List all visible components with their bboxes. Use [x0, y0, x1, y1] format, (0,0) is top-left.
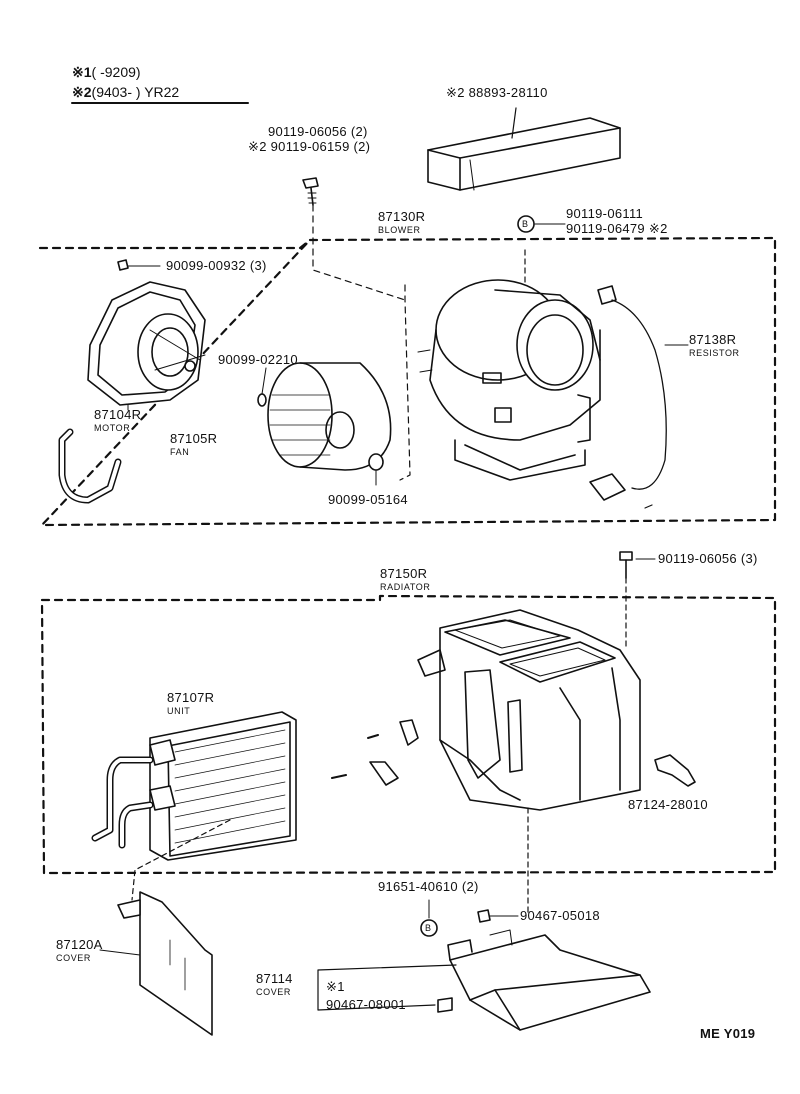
cover-87114 [447, 929, 651, 1031]
label-unit-code: 87107R [167, 690, 215, 705]
label-radiator-code: 87150R [380, 566, 428, 581]
label-screw-motor: 90099-00932 (3) [166, 258, 267, 273]
label-radiator-name: RADIATOR [380, 582, 431, 592]
filter-element [427, 107, 621, 191]
page-code: ME Y019 [700, 1026, 756, 1041]
bubble-b-bottom [420, 919, 438, 937]
heater-core [91, 711, 297, 861]
label-resistor-name: RESISTOR [689, 348, 740, 358]
radiator-frame [40, 594, 777, 875]
label-nut: 90099-05164 [328, 492, 408, 507]
blower-motor [87, 281, 206, 411]
resistor [589, 285, 689, 509]
label-fan-name: FAN [170, 447, 190, 457]
label-motor-name: MOTOR [94, 423, 131, 433]
label-washer: 90099-02210 [218, 352, 298, 367]
legend-mark-2: ※2 [72, 84, 92, 100]
blower-frame [38, 236, 777, 527]
legend-note-1: ※1( -9209) [72, 64, 141, 81]
blower-housing [417, 279, 601, 481]
bracket [654, 754, 696, 787]
label-screw-radiator: 90119-06056 (3) [658, 551, 758, 566]
bubble-b-top-letter: B [522, 219, 529, 229]
legend-range-2: (9403- ) YR22 [91, 84, 180, 100]
cover-87120a [99, 891, 213, 1036]
clip-small [399, 719, 419, 746]
blower-fan [267, 362, 392, 471]
label-grommet: 90467-05018 [520, 908, 600, 923]
legend-note-2: ※2(9403- ) YR22 [72, 84, 179, 101]
fan-nut [368, 453, 384, 486]
screw-top [302, 177, 319, 206]
washer [257, 393, 267, 407]
pipe-clamp [369, 761, 399, 786]
grommet [477, 909, 491, 923]
label-bracket: 87124-28010 [628, 797, 708, 812]
bubble-b-top [517, 215, 535, 233]
screw-radiator [619, 551, 656, 579]
screw-motor [117, 259, 161, 271]
heater-case [417, 609, 641, 811]
label-blower-name: BLOWER [378, 225, 421, 235]
label-bolt-b-b: 90119-06479 ※2 [566, 221, 668, 236]
label-clip-b: 91651-40610 (2) [378, 879, 479, 894]
label-cover-b-name: COVER [256, 987, 292, 997]
label-screw-top-a: 90119-06056 (2) [268, 124, 368, 139]
label-cover-b-code: 87114 [256, 971, 293, 986]
bubble-b-bottom-letter: B [425, 923, 432, 933]
label-fan-code: 87105R [170, 431, 218, 446]
cover-clip [437, 997, 453, 1013]
label-unit-name: UNIT [167, 706, 191, 716]
label-resistor-code: 87138R [689, 332, 737, 347]
legend-range-1: ( -9209) [91, 64, 141, 80]
label-cover-a-name: COVER [56, 953, 92, 963]
label-cover-b-note: ※1 [326, 979, 345, 994]
label-clip-cover: 90467-08001 [326, 997, 406, 1012]
label-filter: ※2 88893-28110 [446, 85, 548, 100]
legend-mark-1: ※1 [72, 64, 92, 80]
label-screw-top-b: ※2 90119-06159 (2) [248, 139, 371, 154]
label-blower-code: 87130R [378, 209, 426, 224]
label-motor-code: 87104R [94, 407, 142, 422]
label-bolt-b-a: 90119-06111 [566, 206, 644, 221]
label-cover-a-code: 87120A [56, 937, 103, 952]
